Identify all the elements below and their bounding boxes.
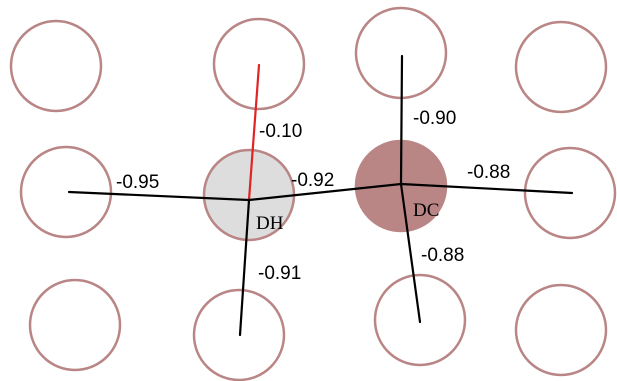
edge-dh-down-label: -0.91 [258, 263, 301, 284]
node-dh-label: DH [256, 213, 284, 234]
empty-node-ring [373, 273, 467, 367]
empty-node-ring [192, 288, 286, 381]
empty-node-ring [9, 19, 103, 113]
node-dc-label: DC [413, 200, 439, 221]
edge-dh-up-label: -0.10 [259, 121, 302, 142]
empty-node-ring [212, 17, 306, 111]
edge-dh-dc-label: -0.92 [291, 170, 334, 191]
empty-node-ring [514, 20, 608, 114]
edge-dc-up [399, 54, 404, 186]
empty-node-ring [523, 146, 617, 240]
edge-dc-right-label: -0.88 [467, 162, 510, 183]
edge-dc-right [399, 182, 574, 195]
edge-dh-dc [247, 182, 403, 202]
empty-node-ring [19, 145, 113, 239]
edge-dc-down-label: -0.88 [421, 245, 464, 266]
edge-dh-left [67, 190, 251, 202]
empty-node-ring [514, 283, 608, 377]
edge-dh-left-label: -0.95 [116, 172, 159, 193]
edge-dh-up [247, 63, 261, 202]
edge-dc-up-label: -0.90 [413, 108, 456, 129]
edge-dh-down [238, 198, 251, 337]
empty-node-ring [28, 278, 122, 372]
edge-dc-down [399, 182, 422, 324]
